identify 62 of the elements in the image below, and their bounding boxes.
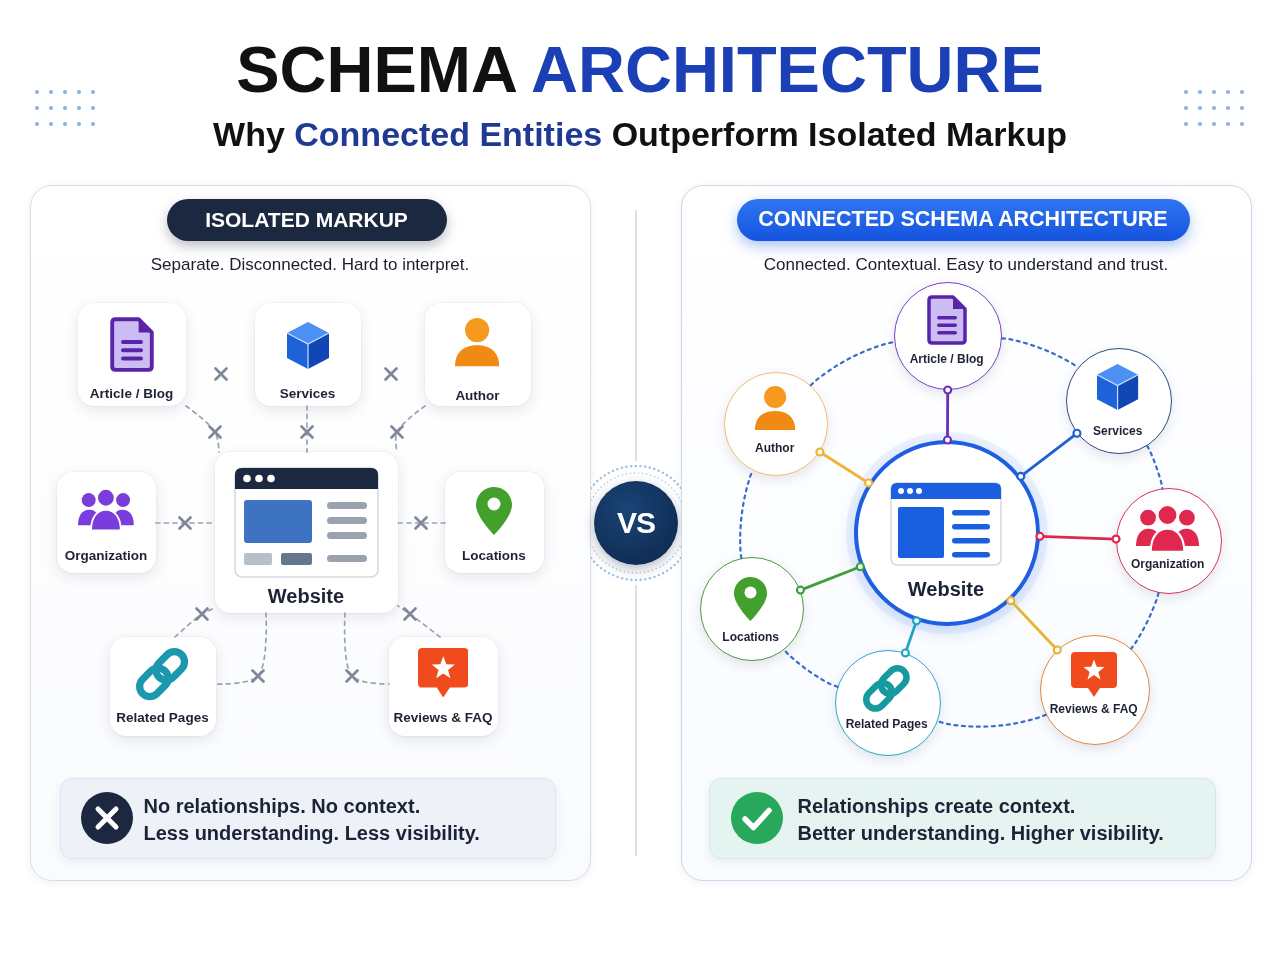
entity-label: Reviews & FAQ [1049, 701, 1138, 716]
dashed-connector [397, 605, 441, 638]
dashed-connector [397, 522, 446, 524]
entity-label: Organization [1131, 556, 1205, 571]
website-card [214, 451, 398, 613]
vs-badge [594, 481, 678, 565]
website-hub-circle [853, 439, 1040, 626]
entity-label: Website [907, 577, 985, 601]
dashed-connector [343, 612, 390, 685]
summary-text: Less understanding. Less visibility. [143, 820, 480, 845]
summary-text: Relationships create context. [797, 793, 1076, 818]
summary-text: Better understanding. Higher visibility. [797, 820, 1164, 845]
entity-card [254, 302, 361, 406]
connector-line [1006, 596, 1062, 655]
dashed-connector [215, 612, 268, 685]
dashed-connector [306, 405, 308, 453]
entity-label: Author [455, 387, 500, 404]
entity-card [424, 302, 531, 406]
page-title: SCHEMA ARCHITECTURE [236, 32, 1044, 108]
connector-line [1016, 428, 1082, 481]
entity-label: Locations [462, 547, 526, 564]
connector-line [815, 447, 874, 488]
entity-card [77, 302, 186, 406]
connector-line [900, 616, 922, 658]
panel-heading: CONNECTED SCHEMA ARCHITECTURE [758, 206, 1168, 233]
entity-label: Author [755, 440, 795, 455]
comparison-panel [681, 185, 1252, 881]
vs-text: VS [617, 505, 655, 541]
panel-subtitle: Separate. Disconnected. Hard to interpret. [150, 254, 470, 275]
dashed-connector [783, 648, 839, 688]
heading-pill [736, 198, 1190, 241]
entity-card [388, 636, 498, 736]
dashed-connector [174, 607, 216, 638]
connector-line [1035, 531, 1121, 544]
dashed-connector [1130, 591, 1160, 650]
entity-card [56, 471, 156, 573]
dashed-connector [936, 713, 1047, 728]
comparison-panel [30, 185, 591, 881]
entity-label: Related Pages [116, 709, 209, 726]
entity-label: Article / Blog [909, 351, 984, 366]
entity-label: Reviews & FAQ [393, 709, 493, 726]
entity-label: Organization [64, 547, 148, 564]
entity-card [444, 471, 544, 573]
panel-heading: ISOLATED MARKUP [205, 206, 408, 233]
entity-label: Website [267, 583, 345, 608]
entity-label: Services [279, 385, 336, 402]
dashed-connector [185, 405, 220, 453]
entity-label: Locations [722, 629, 779, 644]
entity-card [109, 636, 216, 736]
entity-label: Article / Blog [89, 385, 174, 402]
dashed-connector [1146, 444, 1164, 490]
summary-text: No relationships. No context. [143, 793, 421, 818]
panel-subtitle: Connected. Contextual. Easy to understand and trust. [763, 254, 1169, 275]
summary-note-box [708, 777, 1216, 859]
entity-label: Related Pages [845, 716, 928, 731]
page-subtitle: Why Connected Entities Outperform Isolated Markup [213, 113, 1067, 155]
entity-label: Services [1093, 423, 1143, 438]
summary-note-box [59, 777, 556, 859]
heading-pill [166, 198, 447, 241]
connector-line [795, 562, 865, 595]
dashed-connector [809, 340, 896, 387]
connector-line [942, 385, 953, 445]
